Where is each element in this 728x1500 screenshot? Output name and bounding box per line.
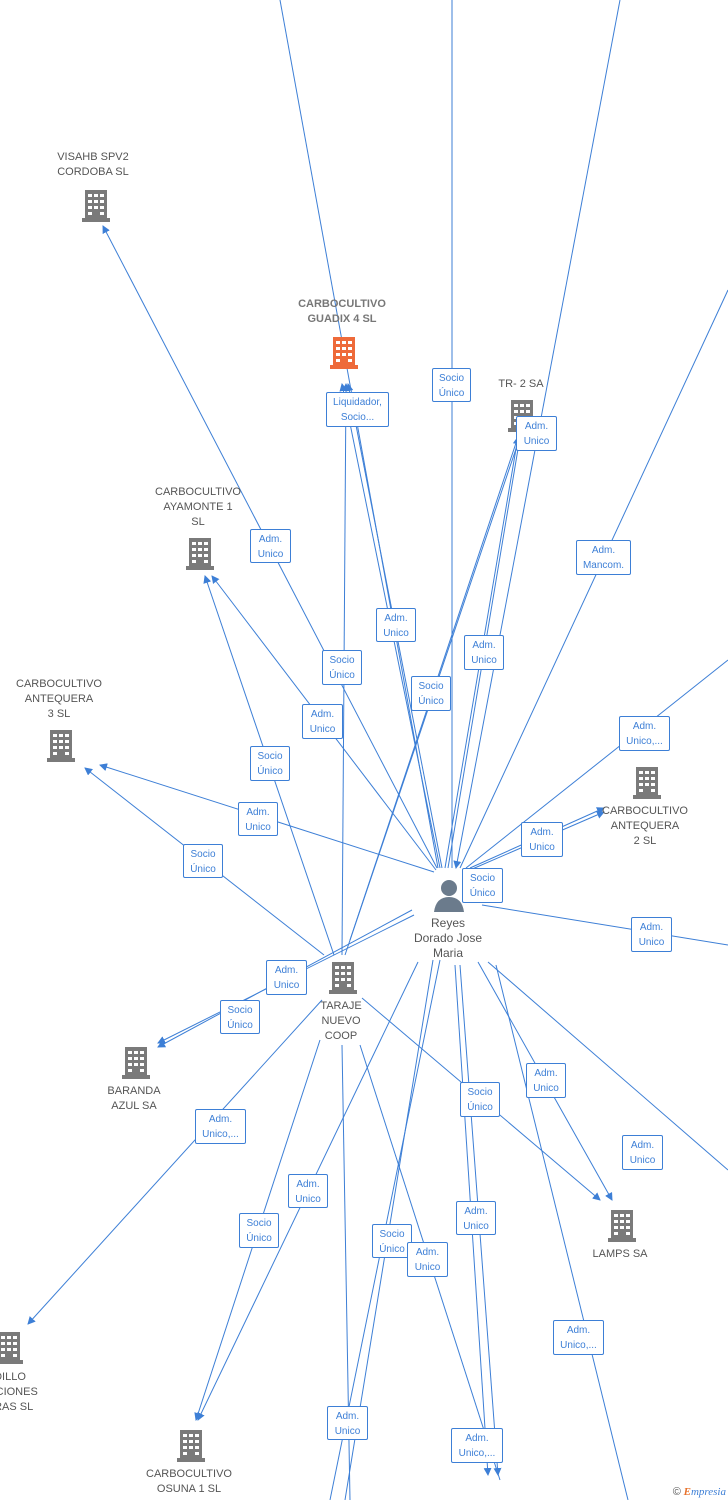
building-icon[interactable] bbox=[47, 730, 75, 762]
company-label-ayamonte[interactable]: CARBOCULTIVO AYAMONTE 1 SL bbox=[155, 486, 241, 528]
building-icon[interactable] bbox=[608, 1210, 636, 1242]
edge-label-e6[interactable]: Adm. Unico bbox=[376, 608, 416, 642]
edge-label-e2[interactable]: Socio Único bbox=[432, 368, 471, 402]
brand-logo-text: mpresia bbox=[690, 1486, 726, 1498]
copyright-symbol: © bbox=[672, 1486, 681, 1498]
edge-line-16 bbox=[487, 961, 728, 1171]
edge-label-e20[interactable]: Adm. Unico,... bbox=[195, 1109, 246, 1144]
edge-line-4 bbox=[465, 659, 728, 869]
edge-label-e30[interactable]: Adm. Unico bbox=[327, 1406, 368, 1440]
building-icon[interactable] bbox=[330, 337, 358, 369]
company-label-tr2[interactable]: TR- 2 SA bbox=[498, 378, 544, 390]
edge-label-e29[interactable]: Adm. Unico,... bbox=[553, 1320, 604, 1355]
building-icon[interactable] bbox=[122, 1047, 150, 1079]
edge-label-e22[interactable]: Adm. Unico bbox=[526, 1063, 566, 1098]
building-icon[interactable] bbox=[0, 1332, 23, 1364]
edge-label-e15[interactable]: Socio Único bbox=[183, 844, 223, 878]
company-label-visahb[interactable]: VISAHB SPV2 CORDOBA SL bbox=[57, 151, 129, 178]
edge-label-e24[interactable]: Adm. Unico bbox=[288, 1174, 328, 1208]
edge-label-e9[interactable]: Socio Único bbox=[411, 676, 451, 711]
person-icon[interactable] bbox=[434, 880, 464, 912]
company-label-taraje[interactable]: TARAJE NUEVO COOP bbox=[320, 1000, 362, 1042]
edge-label-e5[interactable]: Adm. Mancom. bbox=[576, 540, 631, 575]
brand-footer: © Empresia bbox=[673, 1486, 726, 1498]
person-name-label[interactable]: Reyes Dorado Jose Maria bbox=[413, 916, 483, 960]
edge-line-0 bbox=[279, 0, 439, 869]
company-label-baranda[interactable]: BARANDA AZUL SA bbox=[107, 1085, 161, 1112]
company-label-antequera2[interactable]: CARBOCULTIVO ANTEQUERA 2 SL bbox=[602, 805, 688, 847]
brand-logo-letter: E bbox=[683, 1486, 691, 1498]
edge-line-5 bbox=[481, 904, 728, 946]
edge-label-e3[interactable]: Adm. Unico bbox=[516, 416, 557, 451]
building-icon[interactable] bbox=[633, 767, 661, 799]
company-label-guadix[interactable]: CARBOCULTIVO GUADIX 4 SL bbox=[298, 298, 386, 325]
edge-line-3 bbox=[459, 289, 728, 869]
company-label-lamps[interactable]: LAMPS SA bbox=[592, 1248, 648, 1260]
edge-label-e25[interactable]: Socio Único bbox=[239, 1213, 279, 1248]
edge-label-e8[interactable]: Adm. Unico bbox=[464, 635, 504, 670]
edge-label-e28[interactable]: Adm. Unico bbox=[407, 1242, 448, 1277]
building-icon[interactable] bbox=[177, 1430, 205, 1462]
building-icon[interactable] bbox=[329, 962, 357, 994]
edge-line-17 bbox=[495, 964, 629, 1500]
edge-label-e7[interactable]: Socio Único bbox=[322, 650, 362, 685]
edge-label-e13[interactable]: Adm. Unico bbox=[238, 802, 278, 836]
edge-label-e10[interactable]: Adm. Unico bbox=[302, 704, 343, 739]
building-icon[interactable] bbox=[186, 538, 214, 570]
edge-label-e18[interactable]: Adm. Unico bbox=[266, 960, 307, 995]
edge-label-e26[interactable]: Adm. Unico bbox=[456, 1201, 496, 1235]
edge-line-31 bbox=[27, 999, 323, 1325]
edge-label-e4[interactable]: Adm. Unico bbox=[250, 529, 291, 563]
edge-label-e27[interactable]: Socio Único bbox=[372, 1224, 412, 1258]
edge-label-e14[interactable]: Adm. Unico bbox=[521, 822, 563, 857]
edge-label-e19[interactable]: Socio Único bbox=[220, 1000, 260, 1034]
edge-label-e21[interactable]: Socio Único bbox=[460, 1082, 500, 1117]
edge-label-e12[interactable]: Socio Único bbox=[250, 746, 290, 781]
edge-label-e17[interactable]: Adm. Unico bbox=[631, 917, 672, 952]
company-label-antequera3[interactable]: CARBOCULTIVO ANTEQUERA 3 SL bbox=[16, 678, 102, 720]
edge-label-e16[interactable]: Socio Único bbox=[462, 868, 503, 903]
company-label-dillo[interactable]: DILLO LACIONES BRAS SL bbox=[0, 1371, 38, 1413]
nodes bbox=[0, 190, 661, 1462]
edge-label-e1[interactable]: Liquidador, Socio... bbox=[326, 392, 389, 427]
edge-label-e11[interactable]: Adm. Unico,... bbox=[619, 716, 670, 751]
edge-label-e23[interactable]: Adm. Unico bbox=[622, 1135, 663, 1170]
edge-label-e31[interactable]: Adm. Unico,... bbox=[451, 1428, 503, 1463]
company-label-osuna[interactable]: CARBOCULTIVO OSUNA 1 SL bbox=[146, 1468, 232, 1495]
building-icon[interactable] bbox=[82, 190, 110, 222]
